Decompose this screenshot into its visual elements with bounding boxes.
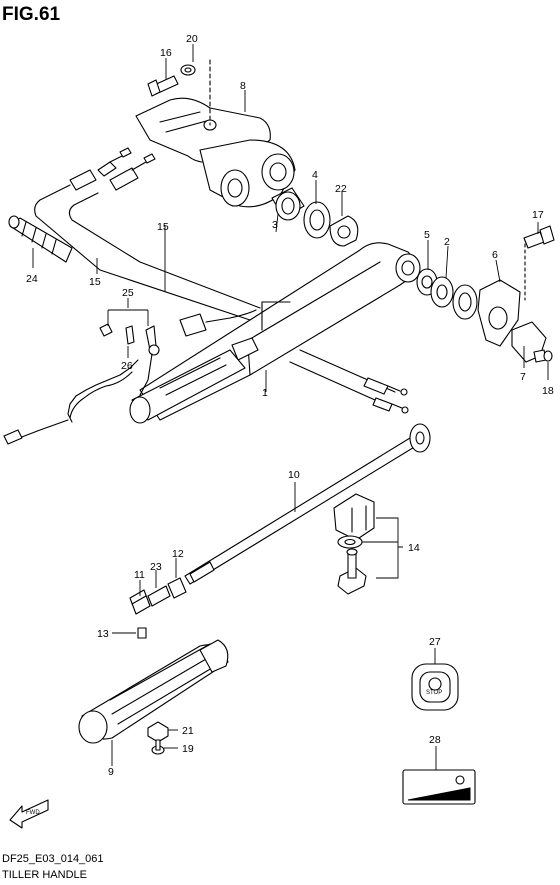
callout-14: 14: [408, 542, 420, 554]
callout-1: 1: [262, 387, 268, 399]
bolt-16: [147, 75, 179, 97]
callout-13: 13: [97, 628, 109, 640]
callout-23: 23: [150, 561, 162, 573]
washer-20: [180, 64, 196, 76]
callout-10: 10: [288, 469, 300, 481]
callout-4: 4: [312, 169, 318, 181]
bushing-3: [271, 187, 305, 221]
washer-2: [430, 276, 454, 308]
callout-18: 18: [542, 385, 554, 397]
washer-4: [303, 201, 331, 239]
callout-11: 11: [134, 569, 145, 581]
plate-22: [329, 215, 359, 247]
callout-20: 20: [186, 33, 198, 45]
callout-19: 19: [182, 743, 194, 755]
callout-labels: 1 2 3 4 5 6 7 8 9 10 11 12 13 14 15 15 1…: [26, 33, 554, 778]
fwd-arrow: FWD: [9, 799, 49, 829]
tiller-bracket: [135, 59, 296, 208]
callout-3: 3: [272, 219, 278, 231]
callout-27: 27: [429, 636, 441, 648]
holder-14-assembly: [333, 493, 375, 595]
callout-26: 26: [121, 360, 133, 372]
throttle-grip-9: [78, 639, 229, 744]
footer-name: TILLER HANDLE: [2, 869, 87, 881]
throttle-cable-assembly: [34, 147, 409, 414]
throttle-shaft-10: [184, 423, 431, 585]
callout-7: 7: [520, 371, 526, 383]
callout-25: 25: [122, 287, 134, 299]
callout-9: 9: [108, 766, 114, 778]
callout-15a: 15: [157, 221, 169, 233]
stop-switch-parts: [3, 323, 160, 445]
fwd-text: FWD: [26, 810, 40, 816]
callout-8: 8: [240, 80, 246, 92]
callout-21: 21: [182, 725, 194, 737]
bolt-17: [523, 225, 555, 249]
nut-21: [147, 721, 169, 743]
callout-2: 2: [444, 236, 450, 248]
friction-washer: [452, 284, 478, 320]
figure-title: FIG.61: [2, 4, 61, 25]
callout-16: 16: [160, 47, 172, 59]
callout-17: 17: [532, 209, 544, 221]
screw-19: [151, 739, 165, 755]
callout-24: 24: [26, 273, 38, 285]
callout-28: 28: [429, 734, 441, 746]
caution-label-28: [402, 769, 476, 805]
callout-22: 22: [335, 183, 347, 195]
adjuster-parts: [129, 577, 187, 639]
stop-label: STOP: [426, 690, 442, 696]
grip-24: [8, 215, 73, 263]
tiller-handle-arm: [129, 242, 421, 424]
stop-switch-27: STOP: [411, 663, 459, 711]
callout-15b: 15: [89, 276, 101, 288]
screw-18: [533, 349, 553, 363]
footer-code: DF25_E03_014_061: [2, 853, 104, 865]
throttle-friction-6: [477, 237, 547, 363]
callout-5: 5: [424, 229, 430, 241]
callout-12: 12: [172, 548, 184, 560]
leader-lines: [32, 44, 549, 770]
callout-6: 6: [492, 249, 498, 261]
